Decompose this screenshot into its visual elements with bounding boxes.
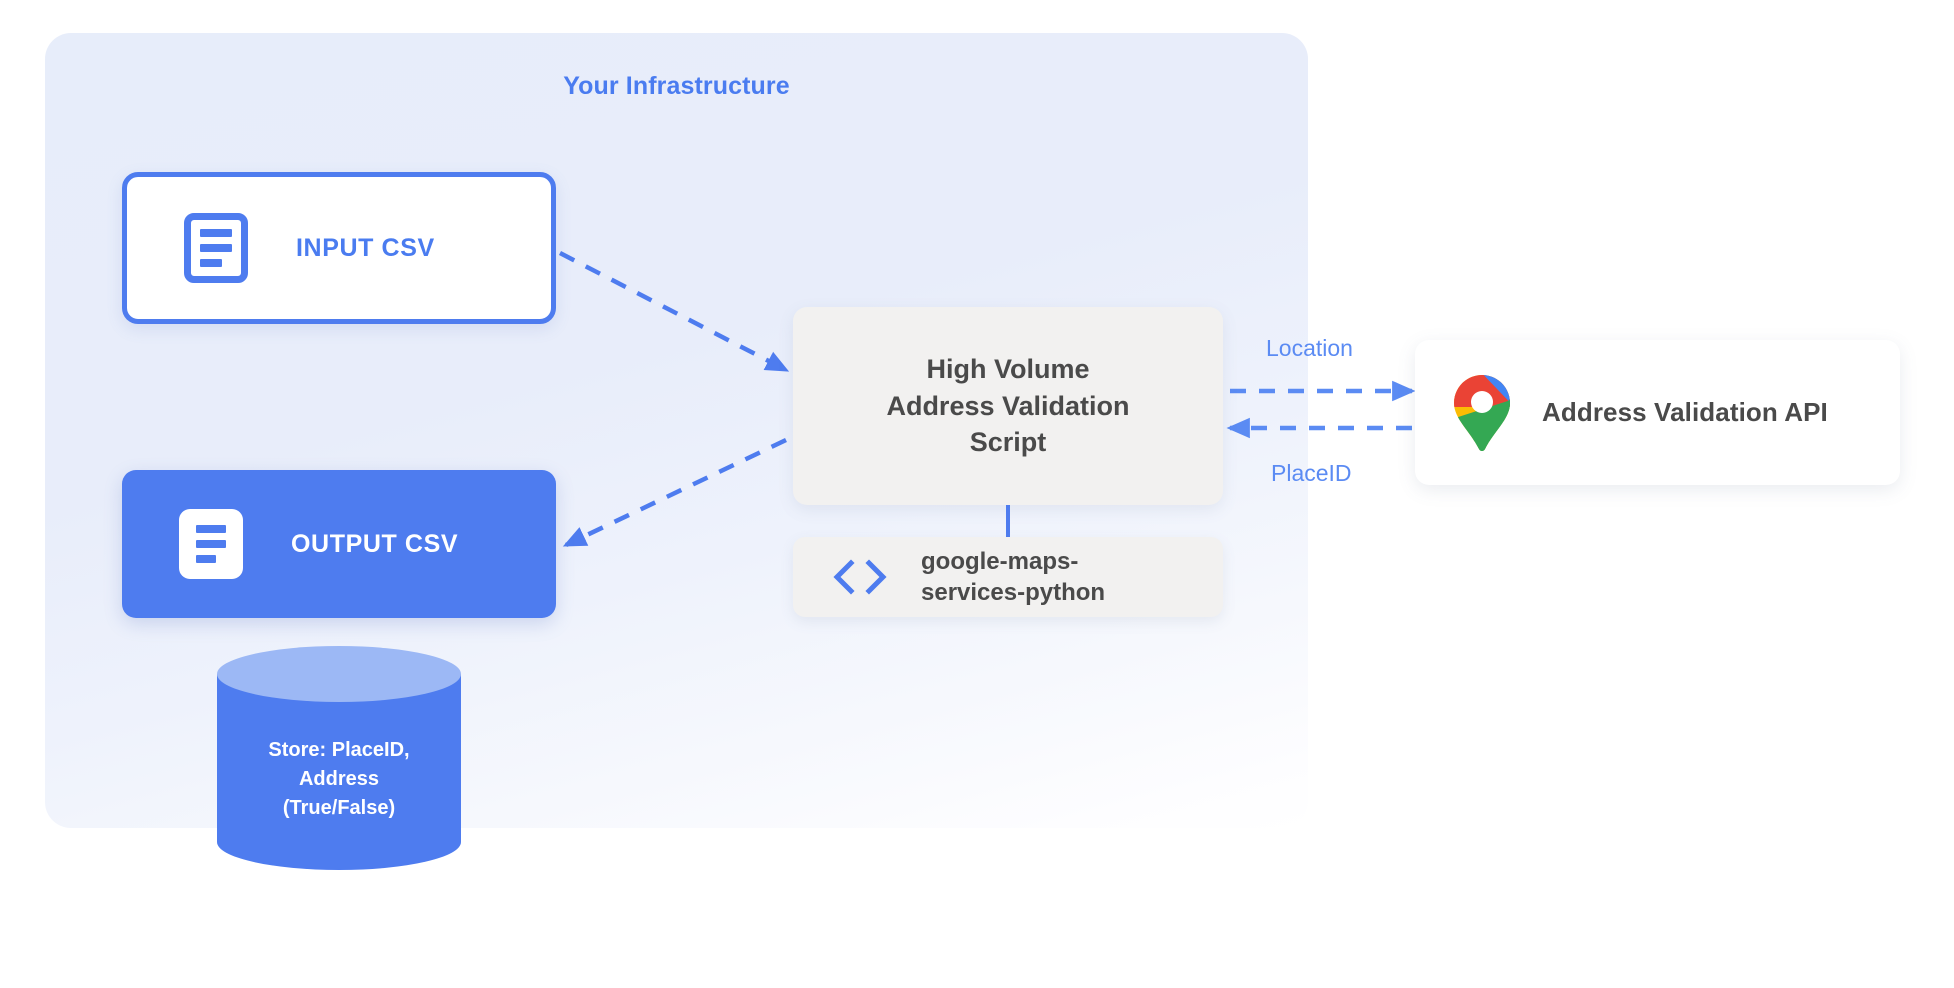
node-database-label: Store: PlaceID, Address (True/False): [268, 739, 410, 819]
node-script[interactable]: High Volume Address Validation Script: [793, 307, 1223, 505]
node-library[interactable]: google-maps- services-python: [793, 537, 1223, 617]
node-library-label: google-maps- services-python: [921, 547, 1106, 606]
node-output-csv-label: OUTPUT CSV: [291, 529, 459, 558]
edge-label-placeid: PlaceID: [1271, 460, 1352, 486]
node-address-validation-api[interactable]: Address Validation API: [1415, 340, 1900, 485]
node-input-csv[interactable]: INPUT CSV: [122, 172, 556, 324]
node-input-csv-label: INPUT CSV: [296, 233, 435, 262]
database-body: [217, 674, 461, 842]
node-output-csv[interactable]: OUTPUT CSV: [122, 470, 556, 618]
database-top-ellipse: [217, 646, 461, 702]
code-icon: [833, 559, 887, 595]
google-maps-pin-icon: [1454, 374, 1510, 451]
node-api-label: Address Validation API: [1542, 397, 1828, 427]
edge-label-location: Location: [1266, 335, 1353, 361]
node-script-label: High Volume Address Validation Script: [886, 353, 1130, 458]
node-database[interactable]: Store: PlaceID, Address (True/False): [217, 646, 461, 871]
edge-script-to-library: [1006, 505, 1010, 537]
your-infrastructure-title: Your Infrastructure: [563, 72, 790, 100]
document-icon: [179, 509, 243, 579]
document-icon: [184, 213, 248, 283]
